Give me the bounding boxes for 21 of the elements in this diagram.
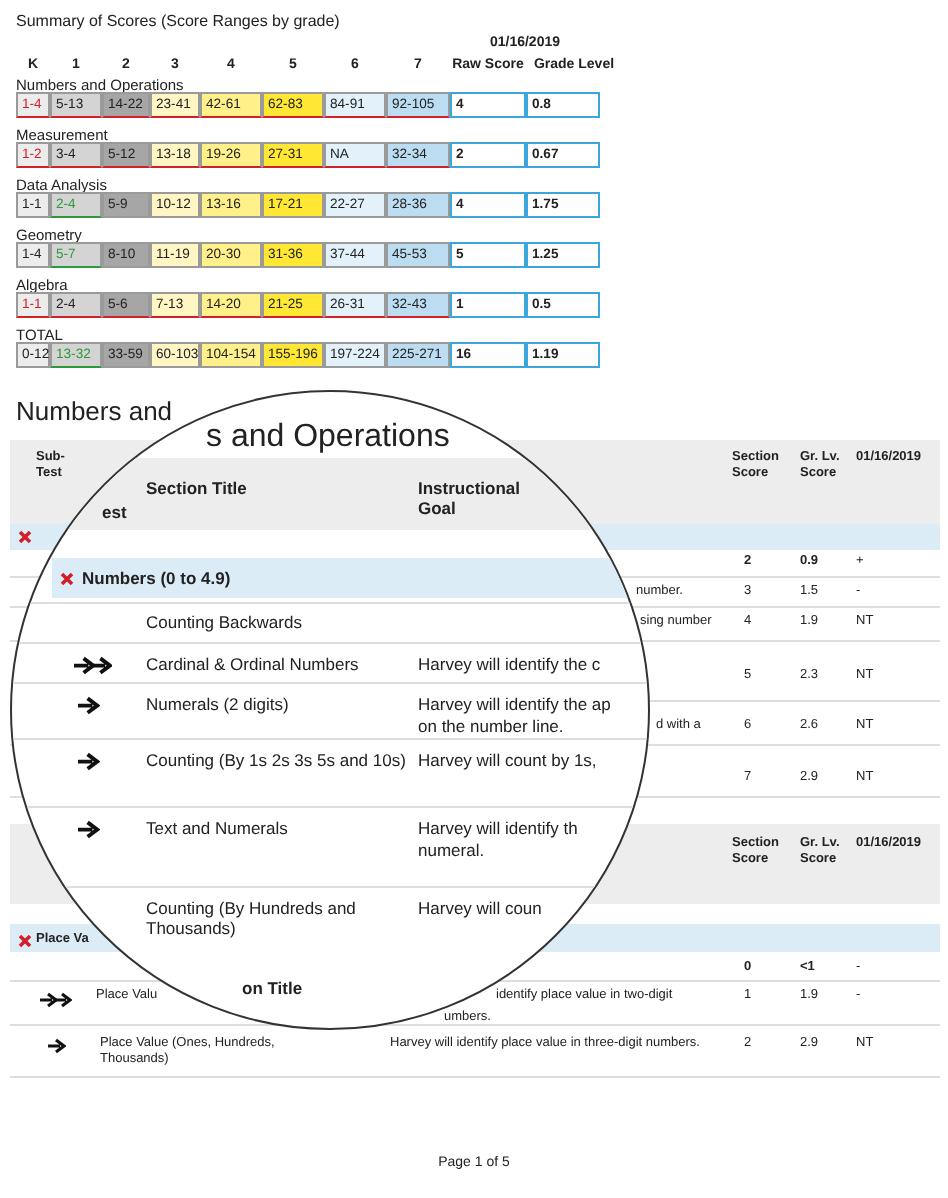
table-text: Counting (By 1s 2s 3s 5s and 10s)	[146, 750, 406, 771]
table-text: numeral.	[418, 840, 485, 861]
report-subtitle: Summary of Scores (Score Ranges by grade)	[16, 12, 340, 32]
table-text: Numbers (0 to 4.9)	[82, 568, 231, 589]
table-text: Cardinal & Ordinal Numbers	[146, 654, 359, 675]
table-text: on Title	[242, 978, 303, 999]
table-text: Section Title	[146, 478, 247, 499]
table-text: Text and Numerals	[146, 818, 288, 839]
table-text: Instructional Goal	[418, 478, 523, 519]
table-text: Harvey will count by 1s,	[418, 750, 597, 771]
table-text: est	[102, 502, 127, 523]
table-text: on the number line.	[418, 716, 564, 737]
table-text: Counting Backwards	[146, 612, 302, 633]
table-text: Counting (By Hundreds and Thousands)	[146, 898, 358, 939]
table-text: Numerals (2 digits)	[146, 694, 289, 715]
section-heading: Numbers and	[16, 396, 173, 428]
table-text: Harvey will identify th	[418, 818, 578, 839]
section-heading: s and Operations	[206, 418, 450, 457]
table-text: Harvey will coun	[418, 898, 542, 919]
table-text: Harvey will identify the ap	[418, 694, 611, 715]
table-text: Harvey will identify the c	[418, 654, 601, 675]
